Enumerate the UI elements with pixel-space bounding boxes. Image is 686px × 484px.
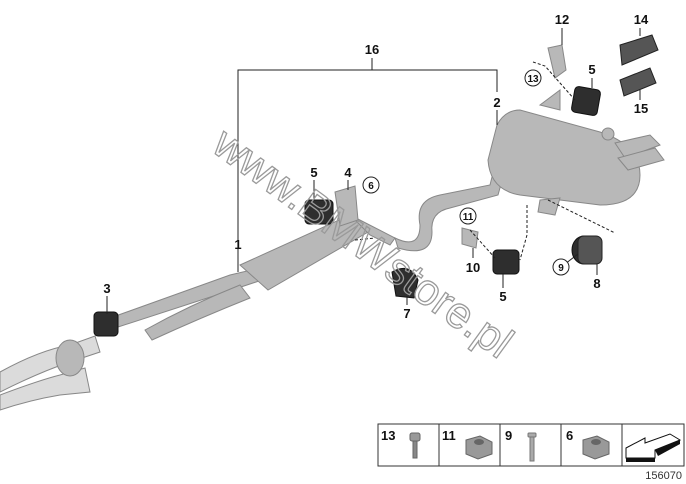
callout-labels: 16 2 1 3 5 4 6 7 11 10 5 9 8 12 13 5 14 … [103,12,649,321]
callout-11: 11 [463,212,474,223]
legend-label-13: 13 [381,428,395,443]
bracket-part-10 [461,227,479,249]
nut-6-icon [582,435,610,460]
exhaust-tip-part-15 [619,67,657,97]
callout-15: 15 [634,101,648,116]
callout-8: 8 [593,276,600,291]
leader-lines [106,28,641,314]
bolt-9-icon [527,432,537,462]
callout-7: 7 [403,306,410,321]
catalytic-converter-part [0,335,101,411]
callout-16: 16 [365,42,379,57]
callout-13: 13 [527,74,539,85]
callout-10: 10 [466,260,480,275]
callout-5: 5 [310,165,317,180]
callout-6: 6 [368,181,374,192]
callout-4: 4 [344,165,352,180]
bracket-part-7 [391,267,419,299]
legend-label-11: 11 [442,428,456,443]
bracket-part-12 [547,44,567,79]
mount-part-8-body [577,235,603,265]
callout-5: 5 [588,62,595,77]
front-pipe-part-1 [109,214,396,341]
mount-part-3 [93,311,119,337]
rubber-mount-part-5 [492,249,520,275]
rear-muffler-part-2 [394,89,665,252]
rubber-mount-part-5 [304,199,334,225]
rubber-mount-part-5 [571,86,601,116]
legend-label-9: 9 [505,428,512,443]
callout-circle-6 [362,176,380,194]
callout-1: 1 [234,237,241,252]
bolt-13-icon [409,432,421,459]
legend-label-6: 6 [566,428,573,443]
callout-3: 3 [103,281,110,296]
exhaust-tip-part-14 [619,34,659,66]
callout-9: 9 [558,263,564,274]
nut-11-icon [465,435,493,460]
diagram-number: 156070 [645,470,682,482]
callout-5: 5 [499,289,506,304]
callout-circle-13 [524,69,542,87]
callout-12: 12 [555,12,569,27]
direction-arrow-icon [625,433,682,462]
callout-circle-11 [459,207,477,225]
small-parts-legend: 13 11 9 6 [377,423,685,467]
callout-2: 2 [493,95,500,110]
callout-14: 14 [634,12,649,27]
callout-circle-9 [552,258,570,276]
